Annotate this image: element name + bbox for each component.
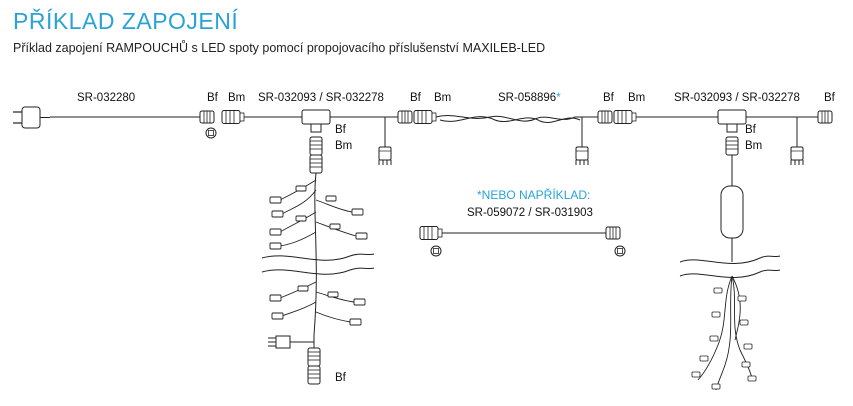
mount-line [261, 253, 375, 261]
t-splitter-icon [301, 109, 331, 133]
part-label-sr-032280: SR-032280 [77, 92, 136, 104]
connector-vertical [309, 154, 323, 174]
connector-male [613, 110, 637, 124]
connector-female [597, 110, 613, 124]
part-label-sr-059072: SR-059072 / SR-031903 [467, 207, 593, 219]
mount-line [679, 269, 781, 279]
icicle-cable [313, 172, 317, 336]
cap-icon [205, 127, 217, 139]
asterisk: * [556, 92, 561, 104]
connector-vertical [309, 136, 323, 156]
part-label-sr-032093-2: SR-032093 / SR-032278 [674, 92, 800, 104]
connector-female [817, 110, 833, 124]
connector-vertical [307, 365, 321, 385]
label-bf: Bf [335, 372, 346, 384]
label-bm: Bm [228, 92, 246, 104]
label-bf: Bf [410, 92, 421, 104]
end-cap-icon [268, 335, 291, 349]
connector-male [419, 226, 443, 240]
alternative-title: *NEBO NAPŘÍKLAD: [477, 188, 591, 202]
led-spots [269, 185, 368, 326]
connector-female [199, 110, 215, 124]
connector-female [605, 226, 621, 240]
label-bm: Bm [628, 92, 646, 104]
page-title: PŘÍKLAD ZAPOJENÍ [13, 8, 239, 34]
part-label-sr-032093-1: SR-032093 / SR-032278 [258, 92, 384, 104]
controller-box-icon [720, 185, 744, 239]
label-bf: Bf [603, 92, 614, 104]
label-bf: Bf [745, 124, 756, 136]
part-label-sr-058896: SR-058896* [498, 92, 561, 104]
power-plug-icon [13, 106, 50, 129]
connector-male [221, 110, 245, 124]
part-code: SR-058896 [498, 92, 557, 104]
connector-vertical [307, 347, 321, 367]
icicle-strands [697, 275, 753, 391]
cable [290, 335, 315, 348]
icicle-leds [279, 179, 357, 323]
label-bm: Bm [434, 92, 452, 104]
led-spots [691, 287, 757, 390]
mount-line [261, 267, 375, 275]
connector-vertical [725, 136, 739, 156]
page-subtitle: Příklad zapojení RAMPOUCHŮ s LED spoty p… [13, 41, 546, 55]
label-bf: Bf [207, 92, 218, 104]
label-bm: Bm [335, 140, 353, 152]
connector-male [413, 110, 437, 124]
cap-icon [430, 245, 442, 257]
flex-cable [439, 116, 581, 123]
end-cap-icon [575, 146, 589, 166]
t-splitter-icon [717, 109, 747, 133]
end-cap-icon [790, 146, 804, 166]
end-cap-icon [378, 146, 392, 166]
label-bf: Bf [335, 124, 346, 136]
label-bf: Bf [824, 92, 835, 104]
connector-female [397, 110, 413, 124]
mount-line [679, 255, 781, 265]
cap-icon [614, 245, 626, 257]
label-bm: Bm [745, 140, 763, 152]
